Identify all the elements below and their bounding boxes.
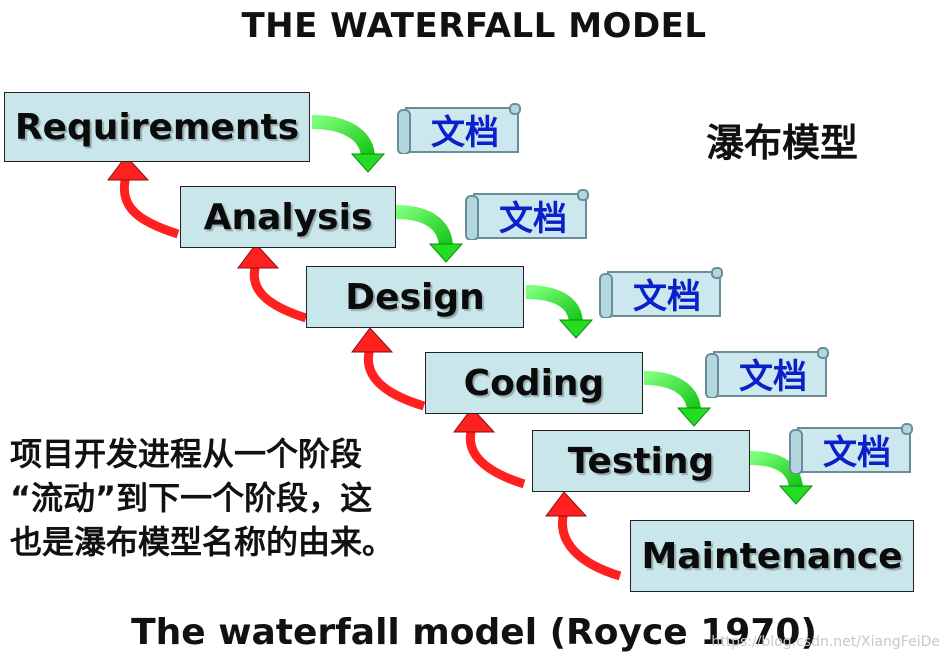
- back-arrow: [363, 346, 426, 411]
- note-line: 项目开发进程从一个阶段: [10, 435, 363, 473]
- page-title: THE WATERFALL MODEL: [241, 6, 707, 46]
- back-arrow: [558, 510, 622, 581]
- scroll-icon: [705, 347, 829, 398]
- scroll-icon: [599, 267, 723, 318]
- stage-analysis: Analysis: [180, 186, 396, 248]
- watermark: https://blog.csdn.net/XiangFeiDe: [711, 634, 940, 650]
- chinese-title: 瀑布模型: [706, 121, 859, 165]
- explanation-note: 项目开发进程从一个阶段 “流动”到下一个阶段，这 也是瀑布模型名称的由来。: [10, 432, 394, 564]
- back-arrowhead: [453, 407, 496, 433]
- back-arrow: [119, 174, 180, 239]
- back-arrowhead: [351, 327, 394, 353]
- document-badge: 文档: [598, 266, 724, 318]
- document-label: 文档: [823, 432, 891, 473]
- stage-requirements: Requirements: [4, 92, 310, 162]
- document-label: 文档: [633, 276, 701, 317]
- note-line: “流动”到下一个阶段，这: [10, 479, 373, 517]
- stage-coding: Coding: [425, 352, 643, 414]
- back-arrow: [249, 262, 308, 323]
- scroll-icon: [465, 189, 589, 240]
- forward-arrow: [749, 451, 814, 505]
- document-badge: 文档: [396, 102, 522, 154]
- forward-arrow: [395, 205, 464, 263]
- document-badge: 文档: [704, 346, 830, 398]
- document-badge: 文档: [788, 422, 914, 474]
- back-arrowhead: [237, 243, 280, 269]
- document-label: 文档: [739, 356, 807, 397]
- forward-arrow: [311, 115, 386, 173]
- document-label: 文档: [499, 198, 567, 239]
- bottom-caption: The waterfall model (Royce 1970): [131, 612, 817, 653]
- document-badge: 文档: [464, 188, 590, 240]
- forward-arrow: [643, 371, 712, 427]
- scroll-icon: [397, 103, 521, 154]
- forward-arrow: [525, 285, 594, 339]
- stage-testing: Testing: [532, 430, 750, 492]
- back-arrow: [465, 426, 526, 489]
- stage-design: Design: [306, 266, 524, 328]
- stage-maintenance: Maintenance: [630, 520, 914, 592]
- scroll-icon: [789, 423, 913, 474]
- note-line: 也是瀑布模型名称的由来。: [10, 523, 395, 561]
- document-label: 文档: [431, 112, 499, 153]
- back-arrowhead: [545, 491, 588, 517]
- back-arrowhead: [107, 155, 150, 181]
